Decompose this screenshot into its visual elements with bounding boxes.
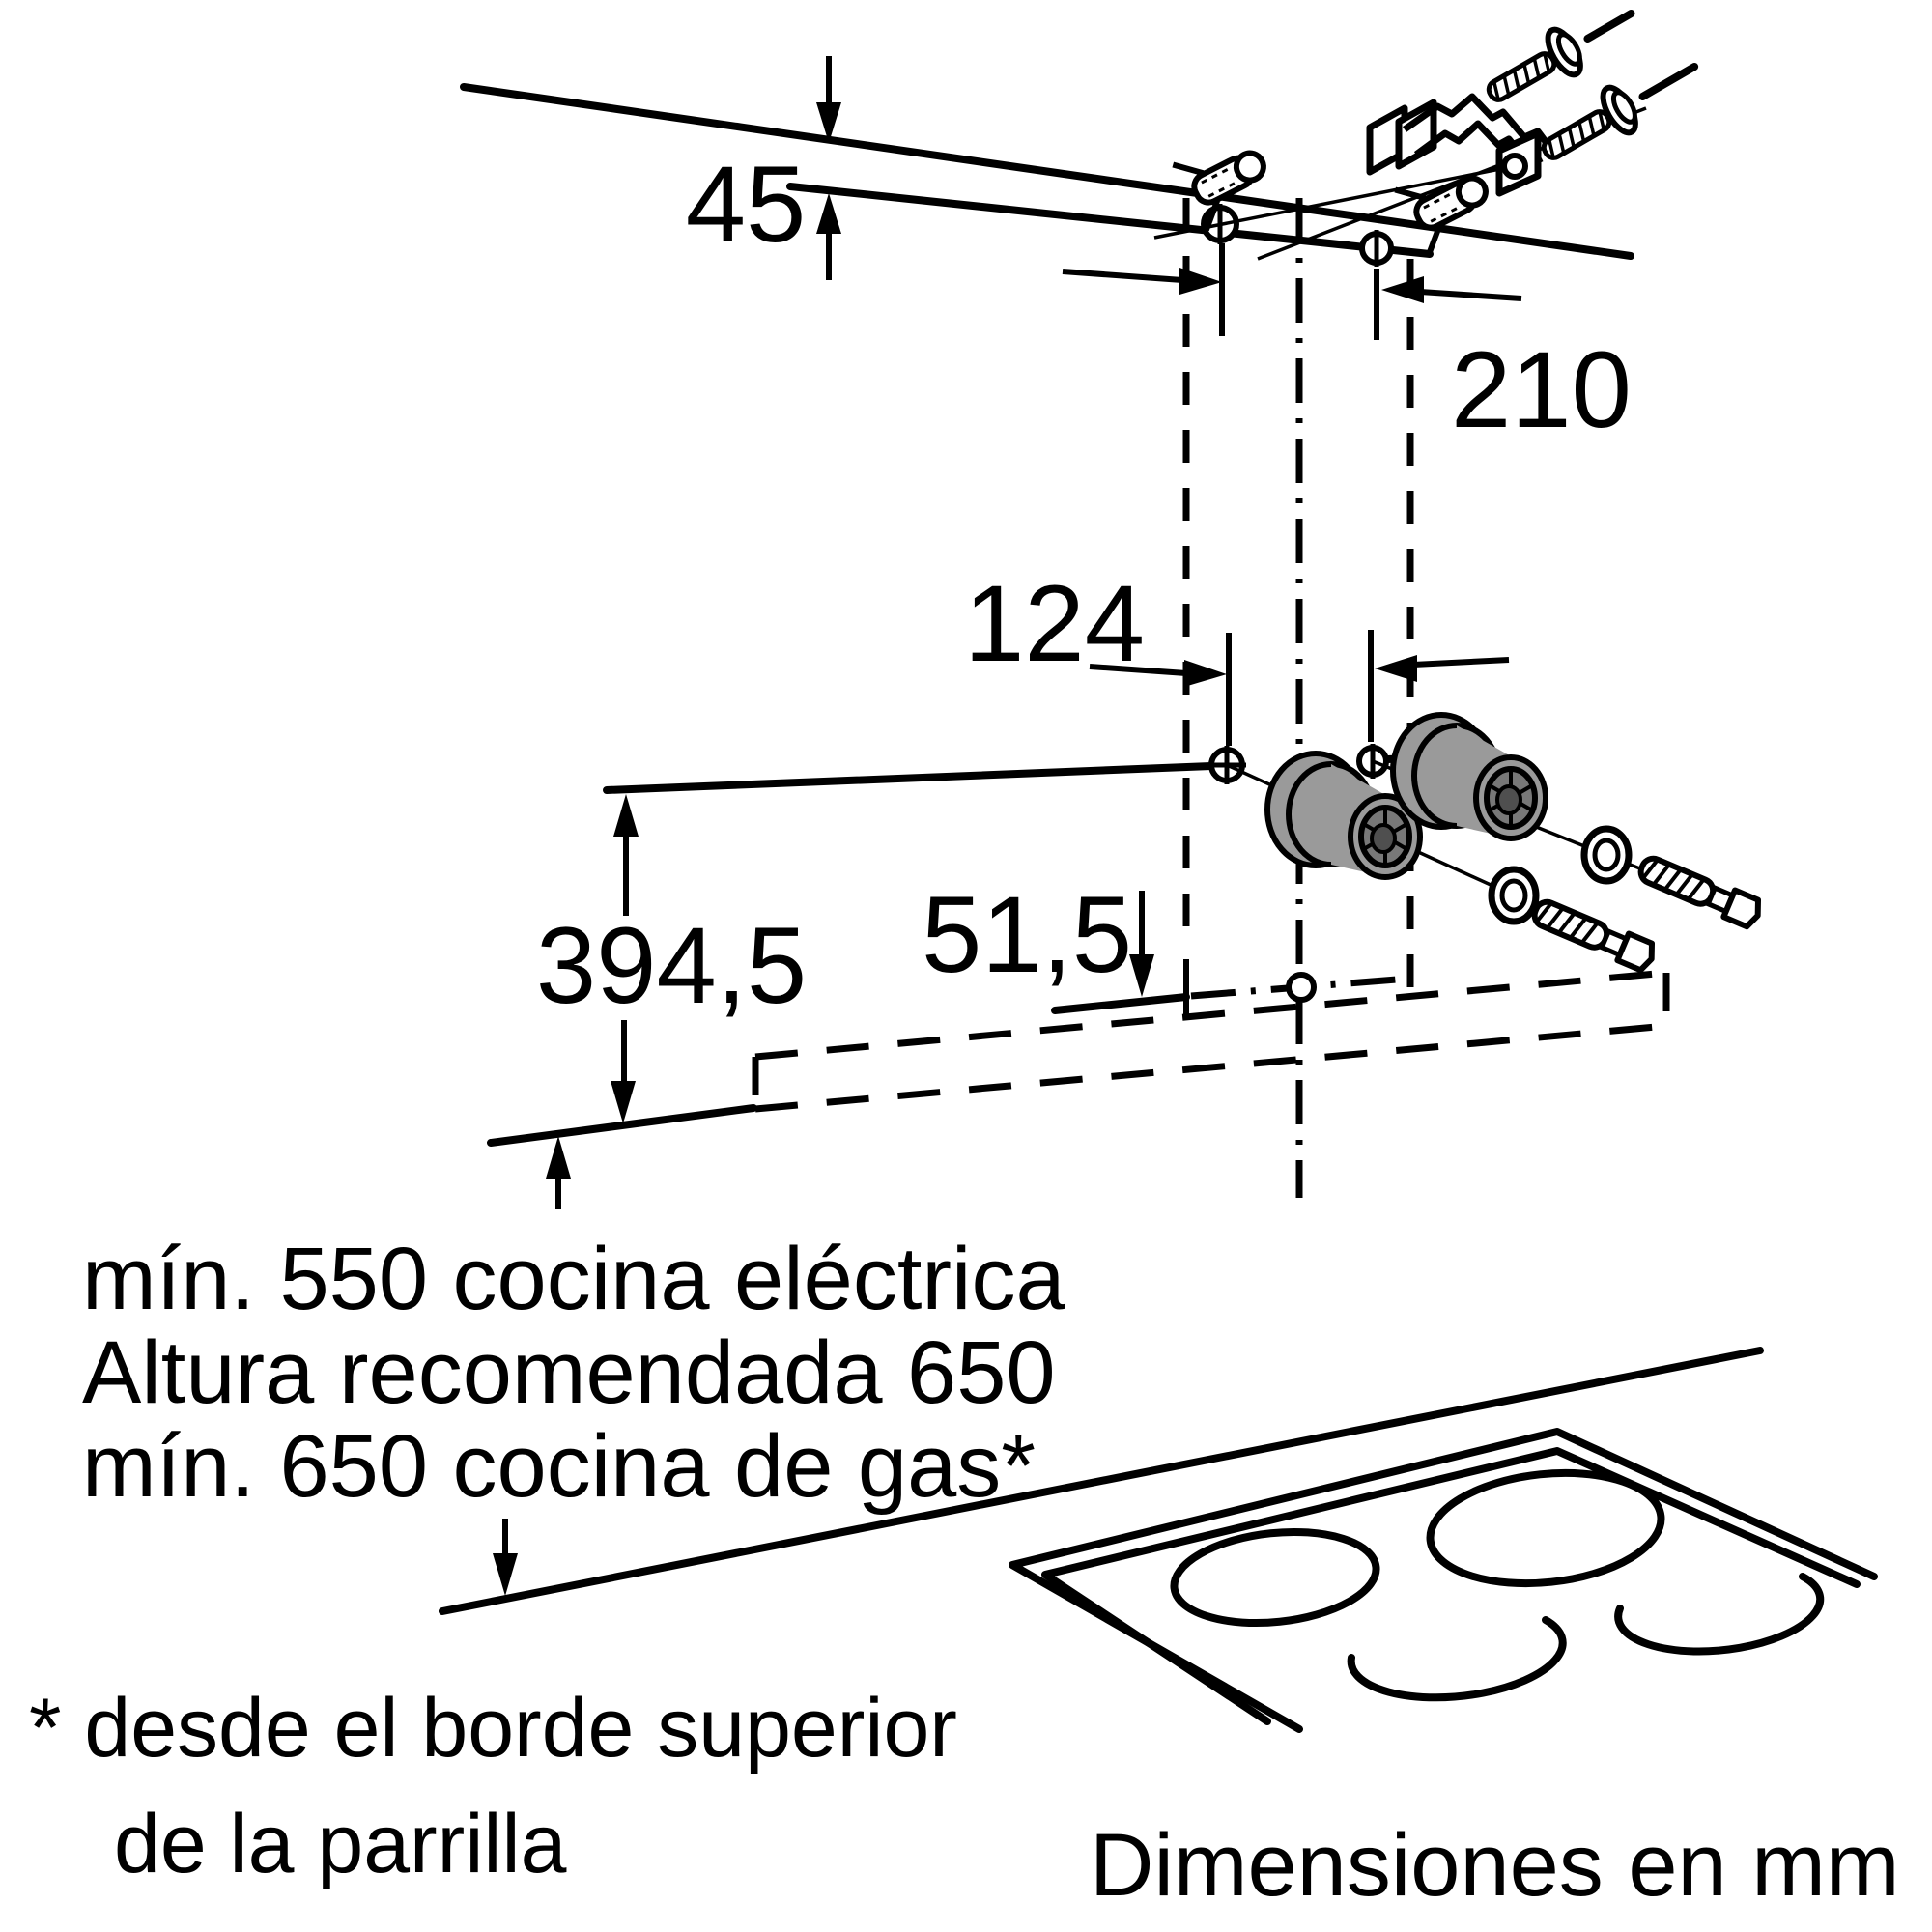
outlet-center-hole [1286,972,1317,1003]
screw-head [1720,887,1762,930]
screw-axis-line [1583,10,1635,43]
hood-bottom-front-edge [487,1104,757,1147]
screw-head [1614,930,1656,974]
worktop-edge-line [439,1347,1764,1615]
dim-124-label: 124 [964,563,1145,684]
burner-front-right [1614,1573,1825,1656]
dim-394-5-label: 394,5 [536,905,807,1026]
right-arrow-icon [1184,660,1227,687]
clearance-line3: mín. 650 cocina de gas* [82,1417,1036,1516]
hood-bottom-hidden-edge [754,1022,1667,1113]
hood-top-hidden-edge [754,969,1667,1061]
left-arrow-icon [1381,276,1424,303]
mounting-screw-icon [1531,898,1656,974]
mounting-bracket [1366,93,1552,197]
dimension-124: 124 [964,563,1510,746]
down-arrow-icon [816,102,841,143]
down-arrow-icon [493,1553,518,1596]
hob-outline-inner [1041,1447,1861,1725]
dim-51-5-label: 51,5 [922,874,1132,995]
left-arrow-icon [1375,655,1417,682]
footnote-line2: de la parrilla [114,1798,567,1890]
screw-axis-line [1638,63,1699,100]
up-arrow-icon [816,193,841,234]
mounting-screw-icon [1541,63,1699,160]
dim-210-right-shaft [1419,289,1522,301]
up-arrow-icon [613,794,639,837]
dim-210-label: 210 [1451,329,1632,450]
clearance-dimension: mín. 550 cocina eléctrica Altura recomen… [82,1136,1065,1596]
down-arrow-icon [611,1081,636,1123]
dim-45-label: 45 [686,144,807,265]
dimension-210: 210 [1062,243,1632,450]
upper-mount-assembly [1153,10,1699,267]
dimension-51-5: 51,5 [922,874,1190,1014]
dim-124-right-shaft [1412,657,1510,668]
cooktop [439,1347,1878,1733]
up-arrow-icon [546,1136,571,1179]
wall-plug-icon [1172,150,1266,232]
down-arrow-icon [1129,954,1154,997]
clearance-line2: Altura recomendada 650 [82,1323,1056,1422]
hood-hidden-outline [487,969,1670,1147]
dimension-45: 45 [686,56,841,280]
duct-flange-edge-line [1051,993,1190,1014]
chimney-hidden-edges [1182,198,1414,1198]
burner-rear-left [1170,1527,1380,1628]
wall-45-offset-line [786,183,1434,258]
spacer-bushing-icon [1264,751,1423,880]
washer-icon [1488,866,1540,925]
units-note: Dimensiones en mm [1090,1816,1900,1915]
right-arrow-icon [1179,268,1222,295]
dim-210-left-shaft [1062,269,1183,283]
spacer-assembly [1226,712,1762,974]
burner-front-left [1347,1616,1567,1702]
bracket-screw-hole [1501,153,1528,180]
clearance-line1: mín. 550 cocina eléctrica [82,1230,1065,1328]
dim-124-left-shaft [1089,664,1187,676]
burner-rear-right [1426,1468,1665,1588]
mounting-screw-icon [1637,855,1762,930]
washer-icon [1580,825,1633,885]
mounting-screw-icon [1486,10,1635,102]
dimension-394-5: 394,5 [536,794,807,1123]
spacer-bushing-icon [1390,712,1548,841]
footnote-line1: * desde el borde superior [29,1682,957,1775]
wall-plug-icon [1394,175,1489,257]
